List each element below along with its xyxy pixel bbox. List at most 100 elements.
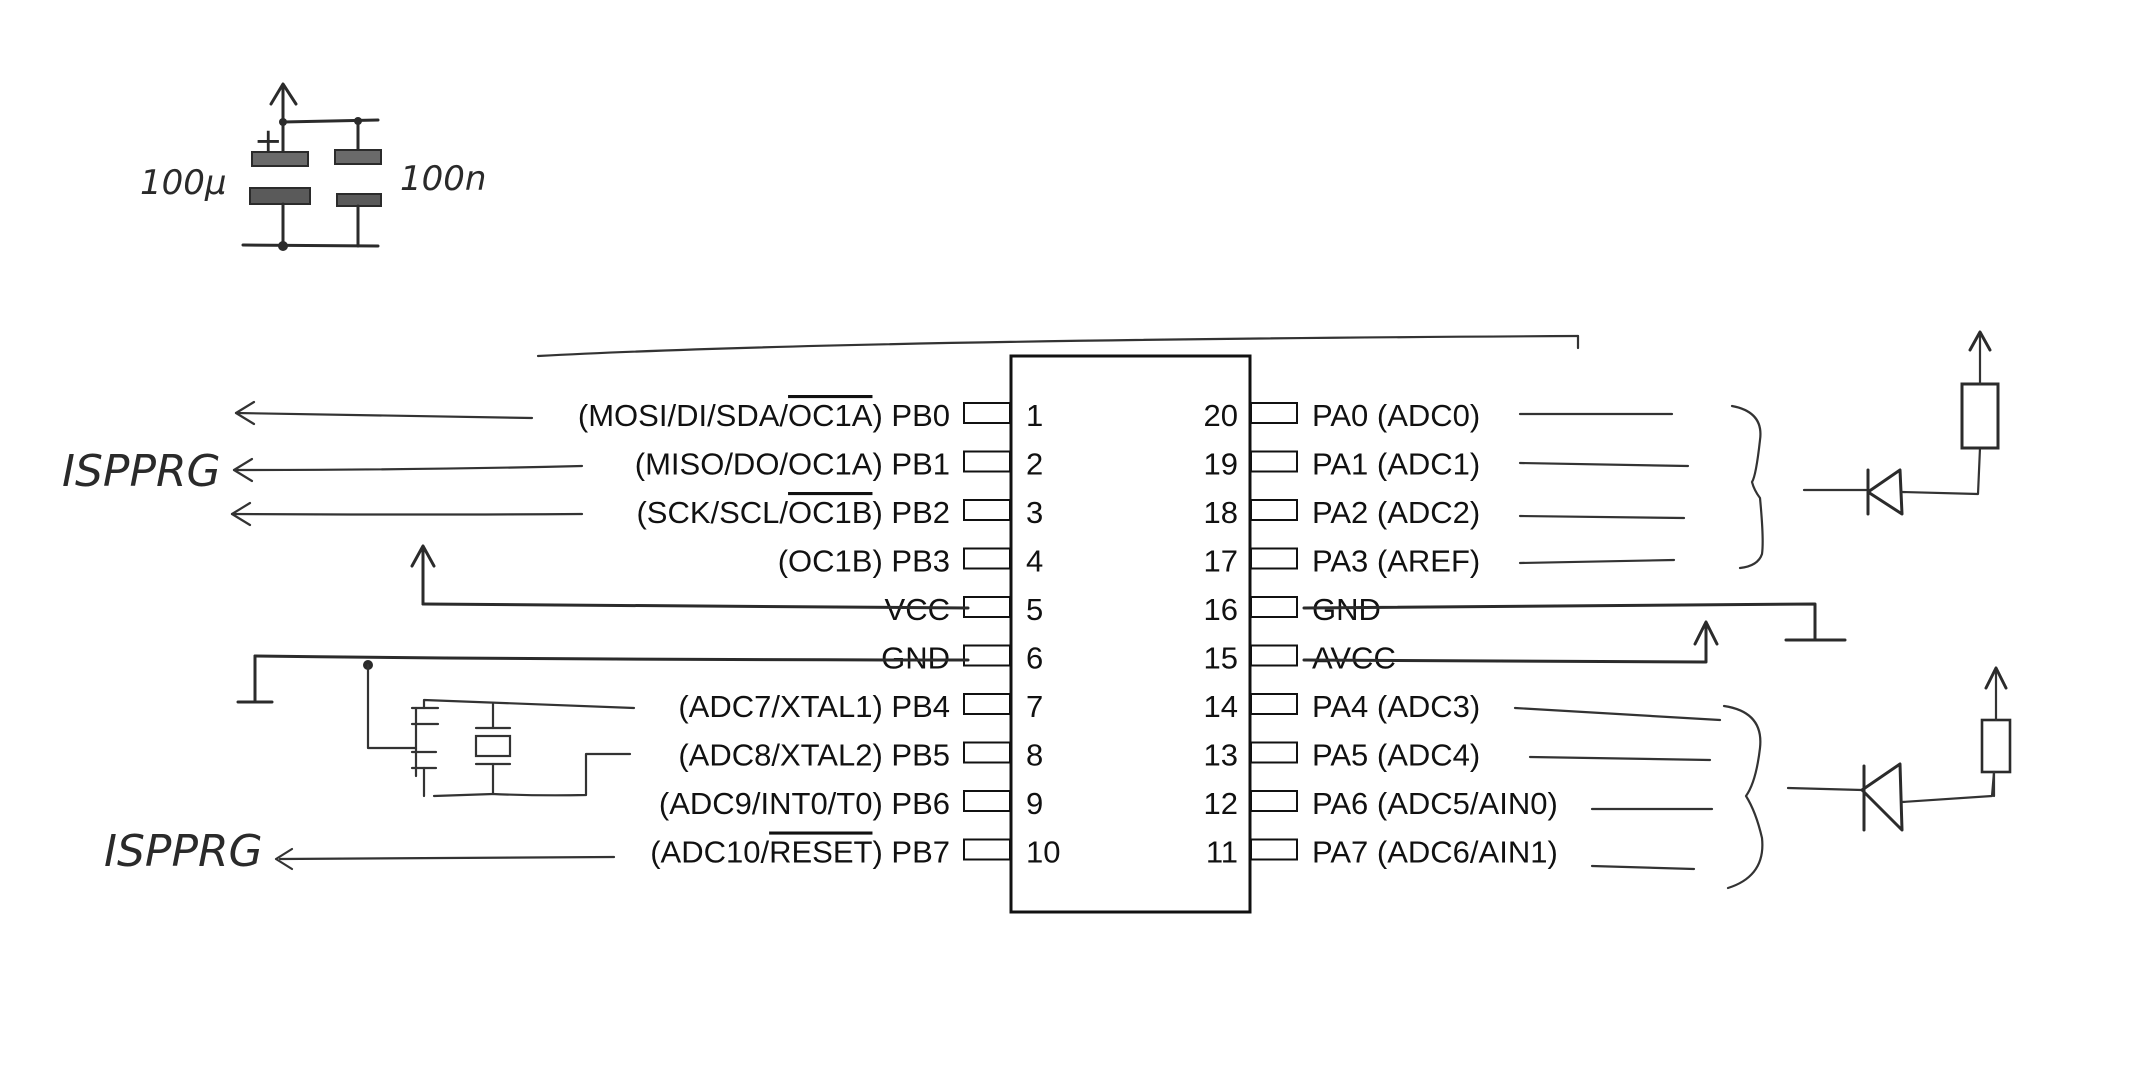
pin-label: PA6 (ADC5/AIN0) (1312, 786, 1558, 821)
pin-number: 11 (1206, 835, 1238, 870)
pin-pad (1250, 644, 1298, 667)
pin-number: 1 (1026, 398, 1043, 433)
pin-pad (1250, 741, 1298, 764)
pin-pad (963, 596, 1011, 618)
left-pin: 3 (SCK/SCL/OC1B) PB2 (636, 495, 1043, 530)
cap-100u-label: 100µ (140, 163, 227, 203)
left-pin: 4 (OC1B) PB3 (778, 544, 1044, 579)
pin-pad (963, 547, 1011, 570)
pin-pad (1250, 838, 1298, 861)
right-pin: 18 PA2 (ADC2) (1204, 495, 1481, 530)
right-pin: 14 PA4 (ADC3) (1204, 689, 1481, 724)
pin-label: PA4 (ADC3) (1312, 689, 1480, 724)
pin-label: VCC (885, 592, 950, 627)
pin-label: (ADC10/RESET) PB7 (650, 835, 950, 870)
pin-pad (1250, 450, 1298, 473)
pin-label: PA5 (ADC4) (1312, 738, 1480, 773)
pin-label: AVCC (1312, 641, 1396, 676)
isp-label-bottom: ISPPRG (104, 826, 263, 877)
pin-label-overline: OC1B (788, 495, 872, 530)
right-pin: 12 PA6 (ADC5/AIN0) (1204, 786, 1558, 821)
pin-label-overline: OC1A (788, 398, 873, 433)
pin-label: (ADC8/XTAL2) PB5 (678, 738, 950, 773)
left-pin: 7 (ADC7/XTAL1) PB4 (678, 689, 1043, 724)
right-pin: 11 PA7 (ADC6/AIN1) (1206, 835, 1558, 870)
pin-pad (1250, 693, 1298, 715)
supply-left (236, 544, 970, 750)
pin-pad (963, 693, 1011, 715)
decoupling-capacitors: + 100µ 100n (140, 82, 486, 251)
pin-number: 12 (1204, 786, 1238, 821)
pin-number: 2 (1026, 447, 1043, 482)
crystal-circuit (410, 698, 636, 798)
pin-number: 19 (1204, 447, 1238, 482)
pin-label: PA3 (AREF) (1312, 544, 1480, 579)
pin-label: (MOSI/DI/SDA/OC1A) PB0 (578, 398, 950, 433)
pin-number: 7 (1026, 689, 1043, 724)
pin-pad (1250, 596, 1298, 618)
pin-pad (963, 838, 1011, 861)
pin-label: PA2 (ADC2) (1312, 495, 1480, 530)
isp-wires: ISPPRG ISPPRG (62, 400, 616, 877)
pin-pad (1250, 547, 1298, 570)
led-circuit-bottom (1786, 666, 2012, 832)
pin-label: GND (881, 641, 950, 676)
pin-number: 4 (1026, 544, 1043, 579)
right-pin: 20 PA0 (ADC0) (1204, 398, 1481, 433)
led-circuit-top (1802, 330, 2000, 516)
left-pin: 5 VCC (885, 592, 1044, 627)
pin-label: PA1 (ADC1) (1312, 447, 1480, 482)
pin-pad (963, 499, 1011, 521)
left-pin: 6 GND (881, 641, 1043, 676)
pin-pad (963, 450, 1011, 473)
ic-package (1009, 354, 1252, 914)
pin-number: 13 (1204, 738, 1238, 773)
pin-pad (963, 790, 1011, 812)
left-pin: 2 (MISO/DO/OC1A) PB1 (635, 447, 1043, 482)
pin-pad (963, 402, 1011, 424)
cap-plus-mark: + (254, 121, 283, 161)
pin-pad (1250, 402, 1298, 424)
pin-number: 8 (1026, 738, 1043, 773)
left-pin: 8 (ADC8/XTAL2) PB5 (678, 738, 1043, 773)
pin-label: (ADC9/INT0/T0) PB6 (659, 786, 950, 821)
pin-number: 6 (1026, 641, 1043, 676)
left-pin-group: 1 (MOSI/DI/SDA/OC1A) PB0 2 (MISO/DO/OC1A) P… (578, 398, 1061, 870)
right-pin: 13 PA5 (ADC4) (1204, 738, 1481, 773)
pin-pad (963, 644, 1011, 667)
brace-top (1730, 404, 1764, 570)
pin-label: (SCK/SCL/OC1B) PB2 (636, 495, 950, 530)
cap-100n-label: 100n (400, 159, 486, 199)
isp-label-top: ISPPRG (62, 446, 221, 497)
pin-number: 3 (1026, 495, 1043, 530)
right-pin: 15 AVCC (1204, 641, 1396, 676)
pin-label: (MISO/DO/OC1A) PB1 (635, 447, 950, 482)
brace-bottom (1722, 704, 1764, 890)
pin-label-overline: RESET (769, 835, 872, 870)
pin-number: 14 (1204, 689, 1238, 724)
pin-label: PA0 (ADC0) (1312, 398, 1480, 433)
pin-label: (OC1B) PB3 (778, 544, 950, 579)
pin-pad (963, 741, 1011, 764)
pin-number: 10 (1026, 835, 1060, 870)
pin-label: (ADC7/XTAL1) PB4 (678, 689, 950, 724)
pin-number: 5 (1026, 592, 1043, 627)
pin-number: 15 (1204, 641, 1238, 676)
pin-number: 18 (1204, 495, 1238, 530)
pin-label: PA7 (ADC6/AIN1) (1312, 835, 1558, 870)
pin-number: 17 (1204, 544, 1238, 579)
right-pin: 17 PA3 (AREF) (1204, 544, 1481, 579)
right-wires (1302, 412, 1847, 871)
top-bus-line (536, 334, 1580, 358)
pin-pad (1250, 499, 1298, 521)
pin-number: 20 (1204, 398, 1238, 433)
left-pin: 10 (ADC10/RESET) PB7 (650, 835, 1060, 870)
left-pin: 1 (MOSI/DI/SDA/OC1A) PB0 (578, 398, 1043, 433)
pin-number: 9 (1026, 786, 1043, 821)
pin-number: 16 (1204, 592, 1238, 627)
left-pin: 9 (ADC9/INT0/T0) PB6 (659, 786, 1043, 821)
right-pin: 19 PA1 (ADC1) (1204, 447, 1481, 482)
